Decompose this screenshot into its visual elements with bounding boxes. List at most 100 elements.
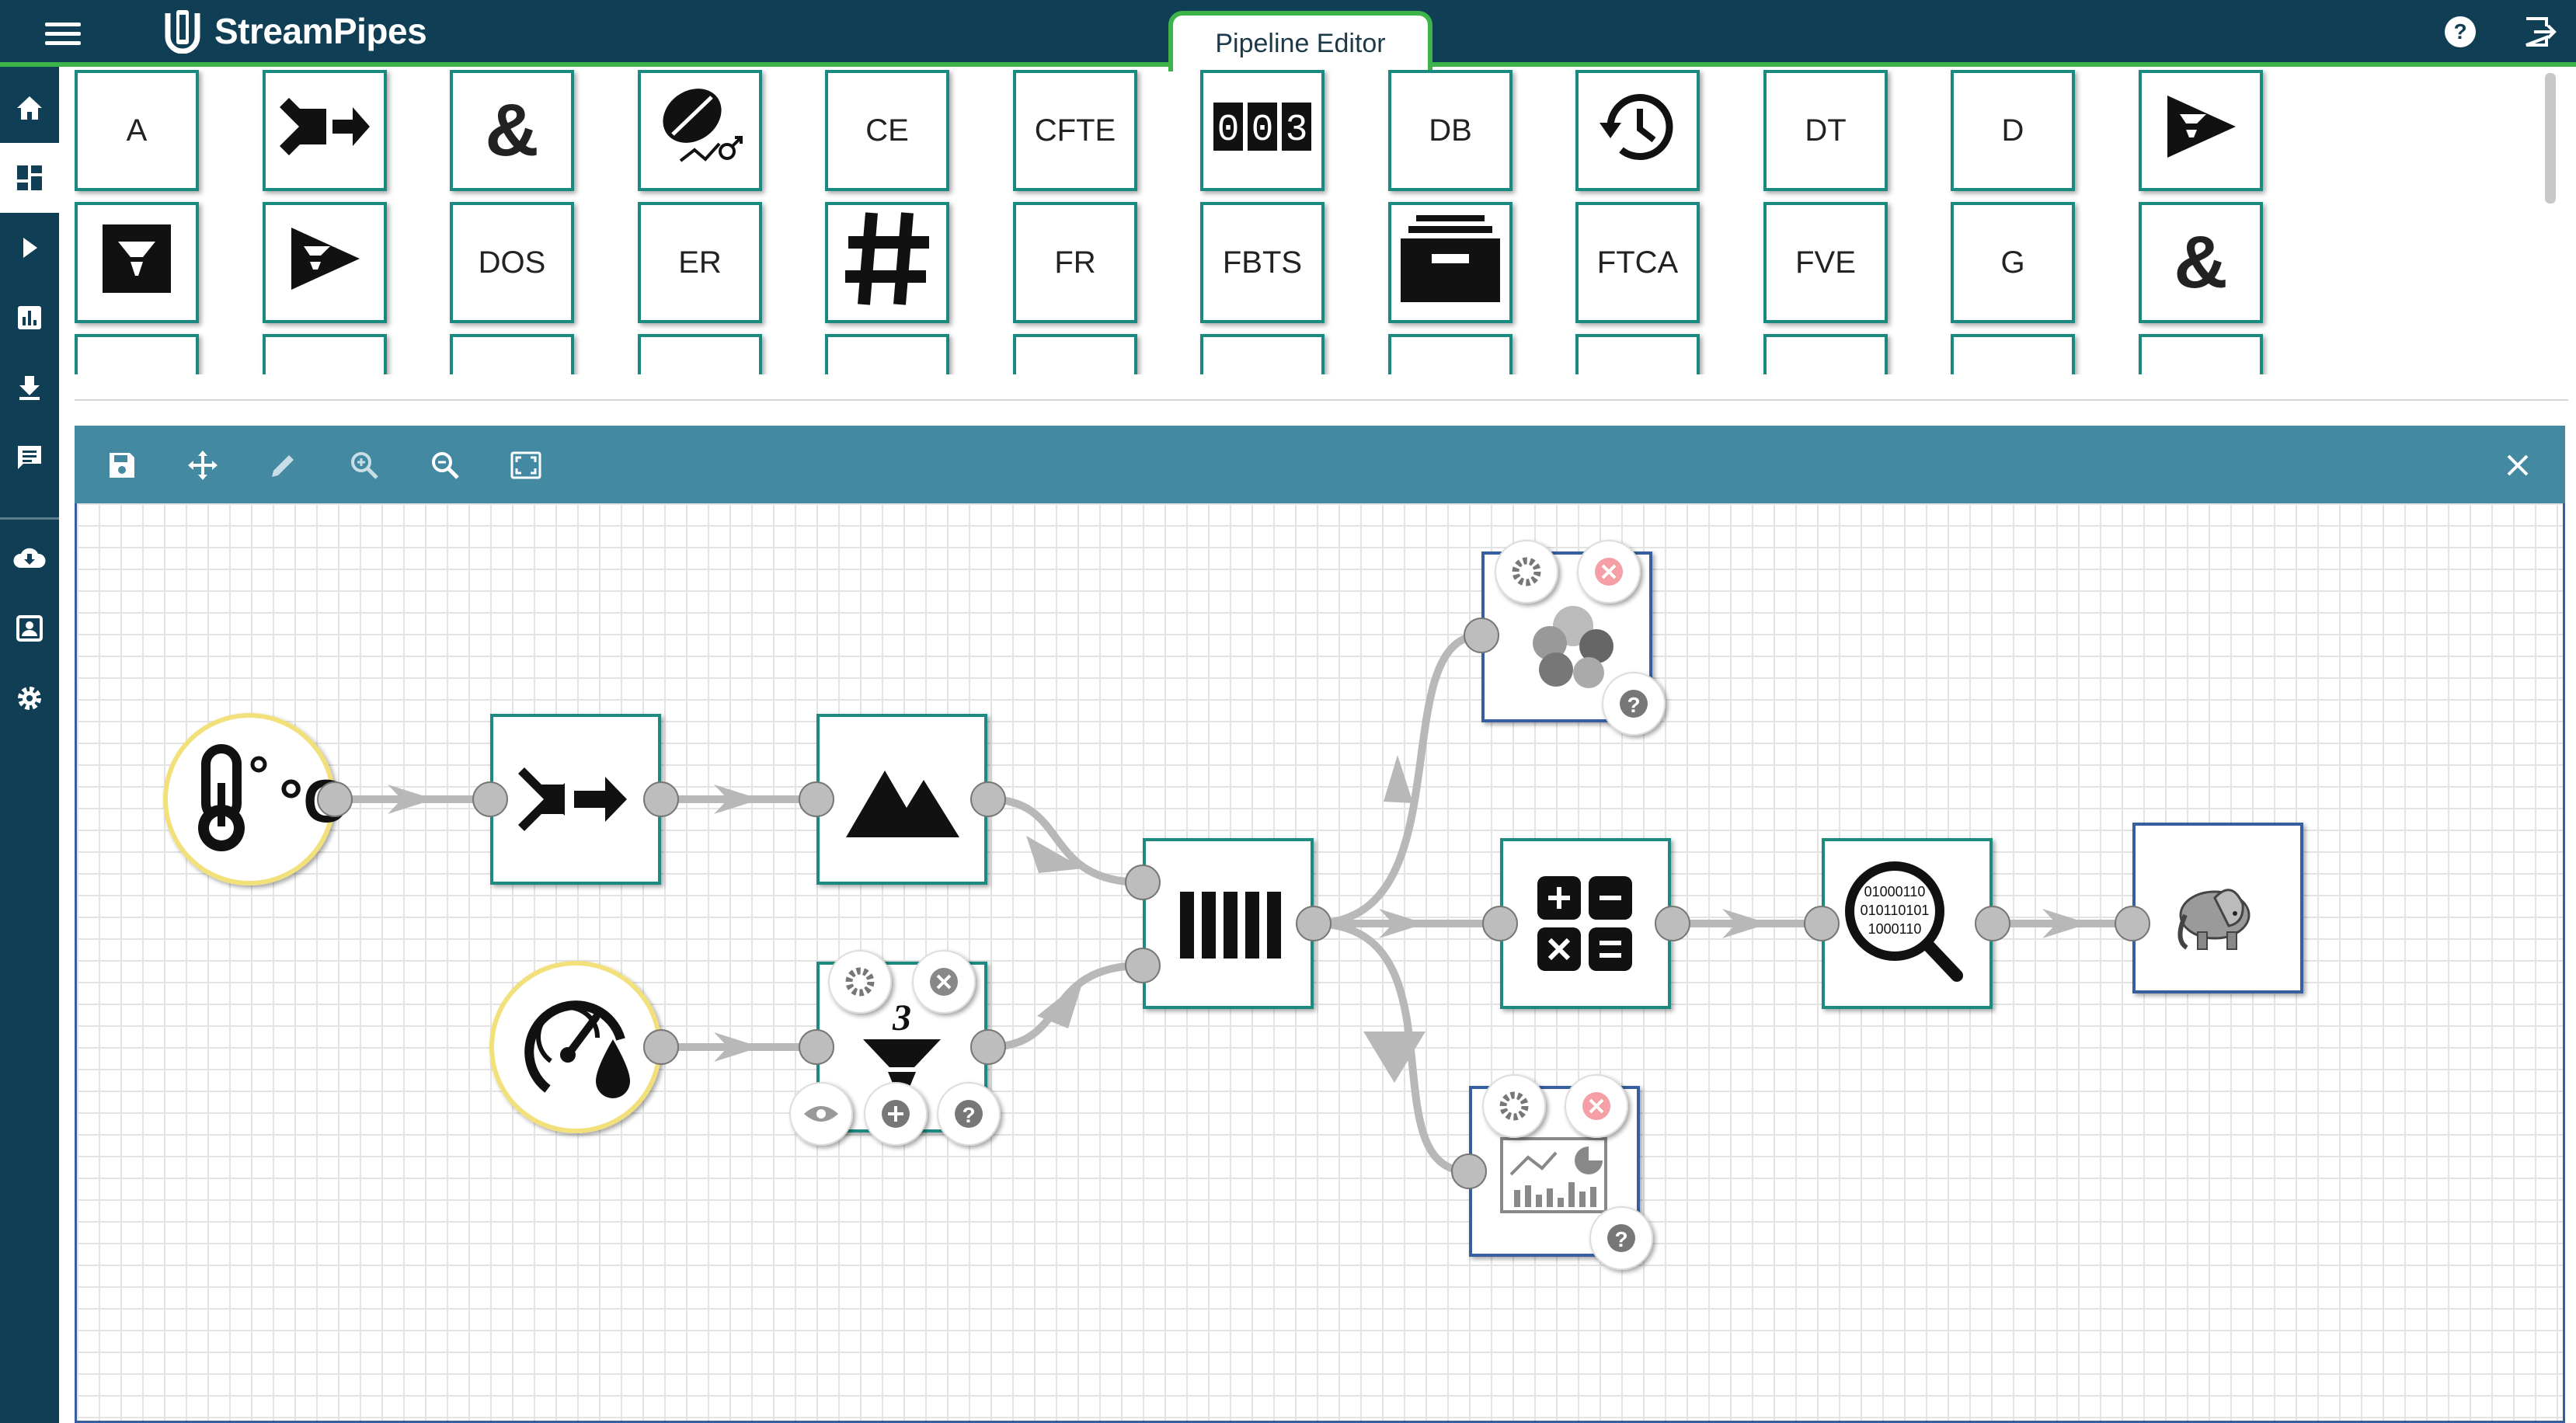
palette-tile[interactable]: ER <box>638 202 762 323</box>
palette-tile[interactable] <box>638 334 762 374</box>
palette-tile[interactable] <box>1575 70 1700 191</box>
save-pipeline-button[interactable] <box>103 446 141 485</box>
zoom-in-button[interactable] <box>345 446 384 485</box>
node-settings-button[interactable] <box>1482 1074 1546 1138</box>
sidebar-item-connect[interactable] <box>0 524 59 593</box>
edit-button[interactable] <box>264 446 303 485</box>
output-port[interactable] <box>970 781 1006 817</box>
tab-pipeline-editor[interactable]: Pipeline Editor <box>1168 11 1432 71</box>
palette-tile[interactable]: DT <box>1763 70 1888 191</box>
palette-tile[interactable] <box>75 334 199 374</box>
pipeline-node-peak-processor[interactable] <box>816 714 987 885</box>
app-logo[interactable]: StreamPipes <box>162 6 427 56</box>
palette-tile[interactable] <box>2139 70 2263 191</box>
input-port[interactable] <box>1804 906 1840 941</box>
edge-aggregate-cluster[interactable] <box>1310 631 1485 927</box>
palette-tile[interactable]: DOS <box>450 202 574 323</box>
pipeline-node-hadoop-sink[interactable] <box>2132 823 2303 993</box>
output-port[interactable] <box>1975 906 2010 941</box>
output-port[interactable] <box>1296 906 1332 941</box>
input-port[interactable] <box>472 781 508 817</box>
palette-tile[interactable] <box>1763 334 1888 374</box>
palette-tile[interactable] <box>1388 334 1513 374</box>
palette-tile[interactable] <box>450 334 574 374</box>
pipeline-node-binary-search-processor[interactable]: 01000110 010110101 1000110 <box>1822 838 1993 1009</box>
svg-text:?: ? <box>2453 19 2466 43</box>
input-port[interactable] <box>1482 906 1518 941</box>
palette-tile[interactable]: DB <box>1388 70 1513 191</box>
input-port[interactable] <box>1125 948 1161 983</box>
output-port[interactable] <box>317 781 353 817</box>
zoom-out-button[interactable] <box>426 446 465 485</box>
input-port[interactable] <box>799 1029 834 1065</box>
node-help-button[interactable]: ? <box>1602 672 1666 736</box>
palette-tile[interactable] <box>1013 334 1137 374</box>
pipeline-node-temperature-source[interactable]: °C <box>163 713 347 885</box>
palette-tile[interactable] <box>2139 334 2263 374</box>
node-help-button[interactable]: ? <box>937 1082 1001 1146</box>
pipeline-node-aggregate-processor[interactable] <box>1143 838 1314 1009</box>
edge-peak-aggregate[interactable] <box>984 795 1147 886</box>
palette-tile[interactable] <box>263 70 387 191</box>
palette-tile[interactable] <box>1951 334 2075 374</box>
sidebar-item-run[interactable] <box>0 213 59 283</box>
node-remove-button[interactable] <box>1577 540 1641 604</box>
palette-tile[interactable] <box>263 334 387 374</box>
pipeline-node-math-processor[interactable] <box>1500 838 1671 1009</box>
output-port[interactable] <box>643 781 679 817</box>
menu-icon[interactable] <box>45 17 81 48</box>
logout-icon[interactable] <box>2522 14 2557 50</box>
output-port[interactable] <box>970 1029 1006 1065</box>
palette-tile[interactable] <box>825 334 949 374</box>
palette-scrollbar[interactable] <box>2545 73 2556 204</box>
pipeline-canvas[interactable]: °C 3 <box>75 503 2565 1423</box>
output-port[interactable] <box>1655 906 1690 941</box>
input-port[interactable] <box>1464 618 1499 653</box>
palette-tile[interactable]: 003003 <box>1200 70 1325 191</box>
pipeline-node-merge-processor[interactable] <box>490 714 661 885</box>
palette-tile[interactable] <box>638 70 762 191</box>
gauge-drop-icon <box>524 1000 630 1098</box>
palette-tile[interactable] <box>1575 334 1700 374</box>
node-settings-button[interactable] <box>1495 540 1558 604</box>
sidebar-item-install[interactable] <box>0 353 59 423</box>
output-port[interactable] <box>643 1029 679 1065</box>
palette-tile[interactable]: CFTE <box>1013 70 1137 191</box>
palette-tile[interactable]: FR <box>1013 202 1137 323</box>
sidebar-item-users[interactable] <box>0 593 59 663</box>
palette-tile[interactable]: CE <box>825 70 949 191</box>
node-remove-button[interactable] <box>912 950 976 1014</box>
sidebar-item-pipelines[interactable] <box>0 143 59 213</box>
palette-tile[interactable]: A <box>75 70 199 191</box>
sidebar-item-notifications[interactable] <box>0 423 59 492</box>
close-editor-button[interactable] <box>2498 446 2537 485</box>
node-help-button[interactable]: ? <box>1589 1206 1653 1270</box>
node-settings-button[interactable] <box>828 950 892 1014</box>
sidebar-item-analytics[interactable] <box>0 283 59 353</box>
palette-tile[interactable] <box>1200 334 1325 374</box>
palette-tile[interactable]: & <box>2139 202 2263 323</box>
palette-tile[interactable]: # <box>825 202 949 323</box>
palette-tile[interactable]: G <box>1951 202 2075 323</box>
palette-tile[interactable]: FTCA <box>1575 202 1700 323</box>
palette-tile[interactable]: FBTS <box>1200 202 1325 323</box>
palette-tile[interactable] <box>263 202 387 323</box>
sidebar-item-home[interactable] <box>0 73 59 143</box>
input-port[interactable] <box>799 781 834 817</box>
palette-tile[interactable] <box>75 202 199 323</box>
fit-to-screen-button[interactable] <box>506 446 545 485</box>
help-icon[interactable]: ? <box>2442 14 2478 50</box>
palette-tile[interactable]: FVE <box>1763 202 1888 323</box>
palette-tile[interactable]: D <box>1951 70 2075 191</box>
sidebar-item-settings[interactable] <box>0 663 59 733</box>
input-port[interactable] <box>1125 865 1161 900</box>
pipeline-node-pressure-source[interactable] <box>489 961 662 1133</box>
input-port[interactable] <box>2115 906 2150 941</box>
node-preview-button[interactable] <box>789 1082 853 1146</box>
node-remove-button[interactable] <box>1565 1074 1628 1138</box>
palette-tile[interactable] <box>1388 202 1513 323</box>
pan-button[interactable] <box>183 446 222 485</box>
palette-tile[interactable]: & <box>450 70 574 191</box>
input-port[interactable] <box>1451 1153 1487 1189</box>
node-add-button[interactable] <box>864 1082 928 1146</box>
